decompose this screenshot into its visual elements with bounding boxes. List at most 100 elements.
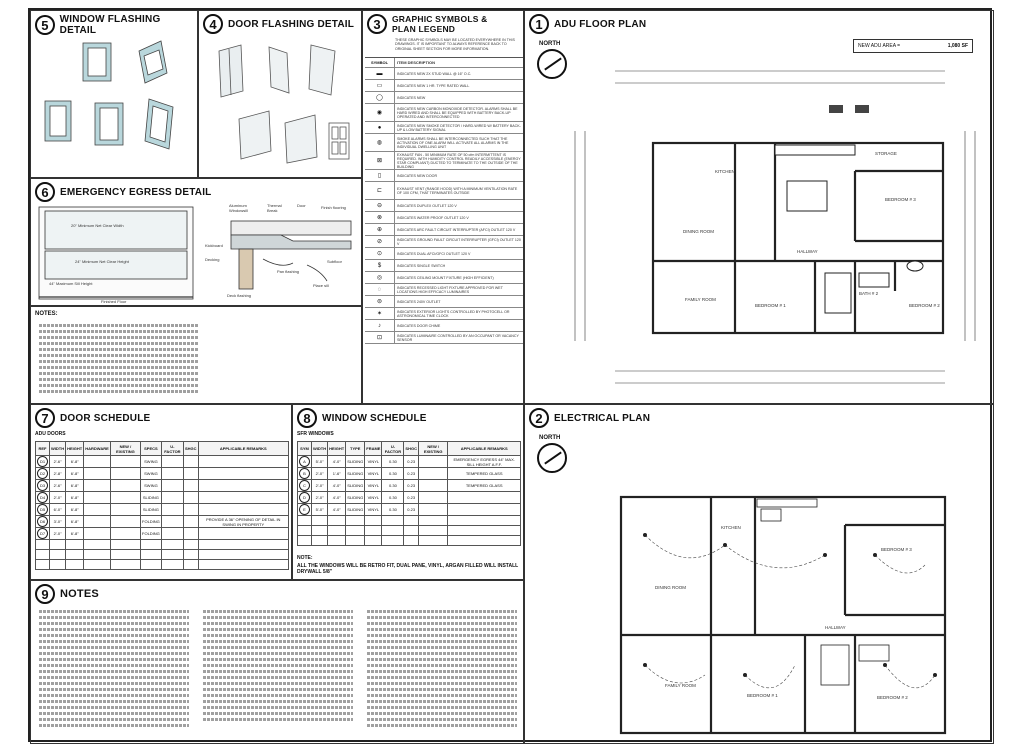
window-tag-cell: D bbox=[297, 491, 312, 504]
empty-cell bbox=[297, 515, 312, 526]
notes-column-2 bbox=[203, 607, 353, 724]
legend-description: INDICATES NEW 2X STUD WALL @ 16" O.C. bbox=[397, 71, 472, 76]
door-cell bbox=[183, 503, 199, 516]
panel-title: NOTES bbox=[60, 588, 99, 600]
legend-row: ♪INDICATES DOOR CHIME bbox=[365, 320, 523, 332]
window-cell: 2'-0" bbox=[310, 479, 329, 492]
egress-window-drawing bbox=[38, 206, 352, 300]
door-cell bbox=[160, 479, 185, 492]
legend-row: ⊠EXHAUST FAN - 50 MINIMUM RATE OF 50 cfm… bbox=[365, 152, 523, 170]
door-cell bbox=[197, 455, 290, 468]
window-cell: 0.23 bbox=[403, 479, 419, 492]
legend-symbol-icon: ◌ bbox=[365, 284, 395, 295]
door-header: SHGC bbox=[183, 441, 199, 456]
empty-cell bbox=[65, 559, 85, 570]
panel-title: WINDOW FLASHING DETAIL bbox=[59, 14, 161, 36]
panel-title: GRAPHIC SYMBOLS & PLAN LEGEND bbox=[392, 14, 488, 34]
legend-description: INDICATES DUAL AFCI/GFCI OUTLET 120 V bbox=[397, 251, 471, 256]
window-cell: SLIDING bbox=[345, 455, 366, 468]
door-cell: 6'-8" bbox=[65, 467, 85, 480]
door-cell bbox=[183, 515, 199, 528]
detail-number: 8 bbox=[297, 408, 317, 428]
door-cell bbox=[160, 515, 185, 528]
legend-row: ◎INDICATES CEILING MOUNT FIXTURE (HIGH E… bbox=[365, 272, 523, 284]
legend-symbol-icon: ♪ bbox=[365, 320, 395, 331]
notes-column-1 bbox=[39, 607, 189, 730]
legend-symbol-icon: $ bbox=[365, 260, 395, 271]
legend-row: ⊗INDICATES WATER PROOF OUTLET 120 V bbox=[365, 212, 523, 224]
room-bed1: BEDROOM # 1 bbox=[755, 303, 786, 308]
door-cell bbox=[109, 479, 142, 492]
door-tag: D1 bbox=[37, 456, 48, 467]
door-cell: 2'-8" bbox=[48, 467, 67, 480]
room-dining: DINING ROOM bbox=[683, 229, 714, 234]
door-cell bbox=[83, 479, 111, 492]
window-cell: 0.30 bbox=[381, 455, 405, 468]
door-cell bbox=[109, 467, 142, 480]
door-cell: FOLDING bbox=[140, 527, 162, 540]
door-cell: SLIDING bbox=[140, 503, 162, 516]
window-cell: TEMPERED GLASS bbox=[447, 467, 521, 480]
legend-row: ▭INDICATES NEW 1 HR. TYPE RATED WALL bbox=[365, 80, 523, 92]
window-cell: 0.23 bbox=[403, 455, 419, 468]
door-cell bbox=[83, 491, 111, 504]
window-cell: 4'-0" bbox=[327, 479, 347, 492]
door-cell bbox=[197, 479, 290, 492]
door-header: REF bbox=[35, 441, 50, 456]
door-header: NEW / EXISTING bbox=[109, 441, 142, 456]
window-cell: EMERGENCY EGRESS 44" MAX. SILL HEIGHT A.… bbox=[447, 455, 521, 468]
window-cell: TEMPERED GLASS bbox=[447, 479, 521, 492]
empty-cell bbox=[140, 559, 162, 570]
legend-symbol-icon: ▭ bbox=[365, 80, 395, 91]
legend-row: ✶INDICATES EXTERIOR LIGHTS CONTROLLED BY… bbox=[365, 308, 523, 320]
window-cell: SLIDING bbox=[345, 479, 366, 492]
legend-row: ◌INDICATES RECESSED LIGHT FIXTURE APPROV… bbox=[365, 284, 523, 296]
window-header: NEW / EXISTING bbox=[417, 441, 449, 456]
legend-symbol-icon: ⊗ bbox=[365, 212, 395, 223]
empty-cell bbox=[327, 525, 347, 536]
door-header: HARDWARE bbox=[83, 441, 111, 456]
door-cell bbox=[183, 491, 199, 504]
door-tag-cell: D2 bbox=[35, 467, 50, 480]
empty-cell bbox=[109, 549, 142, 560]
empty-cell bbox=[345, 525, 366, 536]
empty-row bbox=[35, 549, 290, 560]
legend-description: INDICATES EXTERIOR LIGHTS CONTROLLED BY … bbox=[397, 309, 510, 318]
empty-row bbox=[297, 515, 521, 526]
door-cell: 2'-0" bbox=[48, 527, 67, 540]
door-cell: 2'-0" bbox=[48, 491, 67, 504]
area-label: NEW ADU AREA = bbox=[858, 43, 901, 49]
empty-row bbox=[35, 559, 290, 570]
door-cell bbox=[109, 503, 142, 516]
door-schedule-subtitle: ADU DOORS bbox=[35, 431, 66, 437]
legend-symbol-icon: ⊡ bbox=[365, 332, 395, 343]
empty-cell bbox=[364, 535, 383, 546]
window-cell: VINYL bbox=[364, 467, 383, 480]
empty-row bbox=[297, 525, 521, 536]
window-tag-cell: A bbox=[297, 455, 312, 468]
door-cell bbox=[183, 527, 199, 540]
door-cell bbox=[197, 503, 290, 516]
window-cell: 1'-6" bbox=[327, 467, 347, 480]
empty-cell bbox=[160, 559, 185, 570]
empty-cell bbox=[197, 539, 290, 550]
door-cell: 6'-8" bbox=[65, 503, 85, 516]
door-header: U-FACTOR bbox=[160, 441, 185, 456]
egress-label-aluminum: Aluminum Windowsill bbox=[229, 203, 248, 213]
empty-cell bbox=[160, 549, 185, 560]
window-cell: 0.30 bbox=[381, 467, 405, 480]
window-cell bbox=[447, 503, 521, 516]
legend-description: INDICATES DUPLEX OUTLET 120 V bbox=[397, 203, 457, 208]
empty-cell bbox=[65, 539, 85, 550]
door-tag: D3 bbox=[37, 480, 48, 491]
window-cell: 0.30 bbox=[381, 491, 405, 504]
panel-title: ELECTRICAL PLAN bbox=[554, 412, 651, 424]
door-cell: 6'-8" bbox=[65, 479, 85, 492]
window-header: U-FACTOR bbox=[381, 441, 405, 456]
empty-cell bbox=[83, 559, 111, 570]
